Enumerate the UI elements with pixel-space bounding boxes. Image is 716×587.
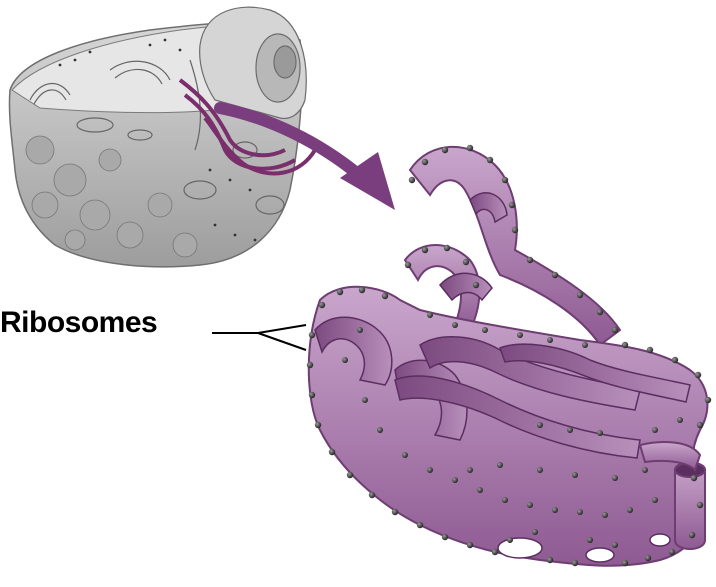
rough-er-enlarged	[307, 145, 711, 566]
ribosomes-pointer	[212, 325, 306, 350]
ribosomes-label: Ribosomes	[0, 306, 157, 340]
cell-cutaway	[9, 7, 315, 267]
